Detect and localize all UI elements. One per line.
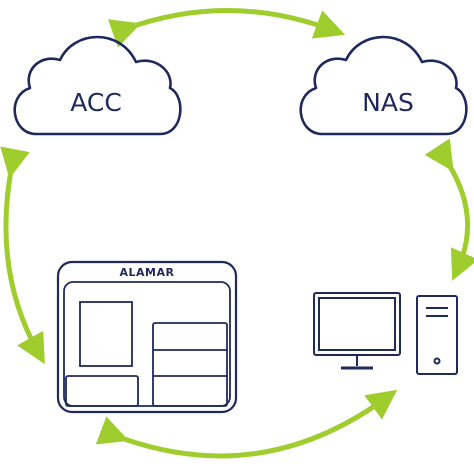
- arrow-left: [0, 146, 45, 365]
- cloud-left-outline: [13, 35, 182, 136]
- panel-module-wide: [65, 375, 139, 407]
- arrow-top: [107, 8, 346, 48]
- server-panel: [56, 260, 238, 414]
- panel-module-tall: [79, 301, 133, 367]
- pc-tower: [416, 295, 458, 375]
- server-panel-label: ALAMAR: [120, 266, 175, 279]
- arrow-bottom: [95, 389, 398, 459]
- monitor-screen: [318, 297, 396, 351]
- desktop-computer: [313, 292, 458, 375]
- server-panel-inner: [63, 281, 231, 407]
- monitor-outer: [313, 292, 401, 356]
- cloud-left: ACC: [13, 35, 182, 136]
- pc-power-icon: [433, 357, 441, 365]
- cloud-left-label: ACC: [70, 88, 122, 117]
- arrow-right: [424, 138, 474, 281]
- cloud-right: NAS: [299, 35, 468, 136]
- server-panel-outer: [56, 260, 238, 414]
- panel-module-stack: [152, 322, 228, 407]
- cycle-arrows: [0, 8, 474, 459]
- cloud-right-label: NAS: [362, 88, 414, 117]
- cloud-right-outline: [299, 35, 468, 136]
